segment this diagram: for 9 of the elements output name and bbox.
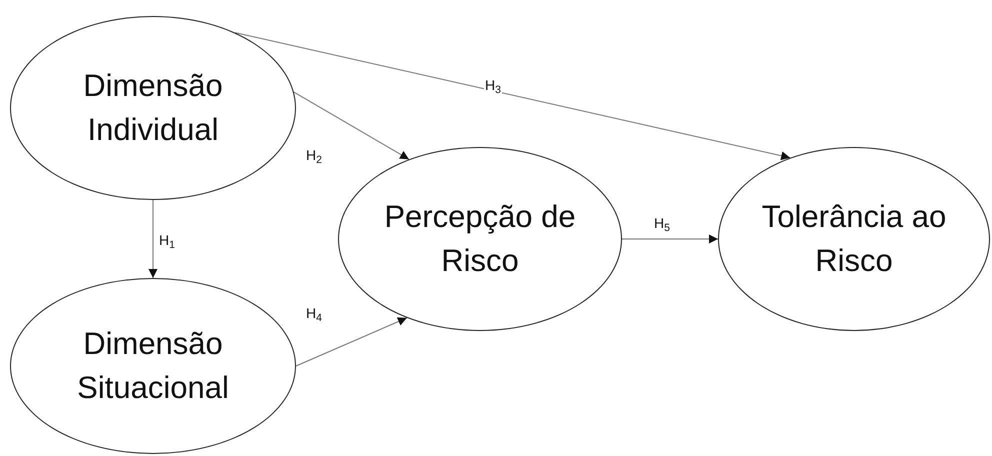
arrow	[293, 92, 410, 160]
arrow	[148, 200, 158, 278]
arrow	[234, 32, 791, 160]
node-label: Dimensão Situacional	[76, 325, 230, 407]
node-label: Tolerância ao Risco	[760, 198, 948, 280]
arrow	[622, 234, 718, 244]
node-label: Dimensão Individual	[82, 67, 224, 149]
arrow	[296, 317, 408, 366]
node-label: Percepção de Risco	[383, 198, 577, 280]
